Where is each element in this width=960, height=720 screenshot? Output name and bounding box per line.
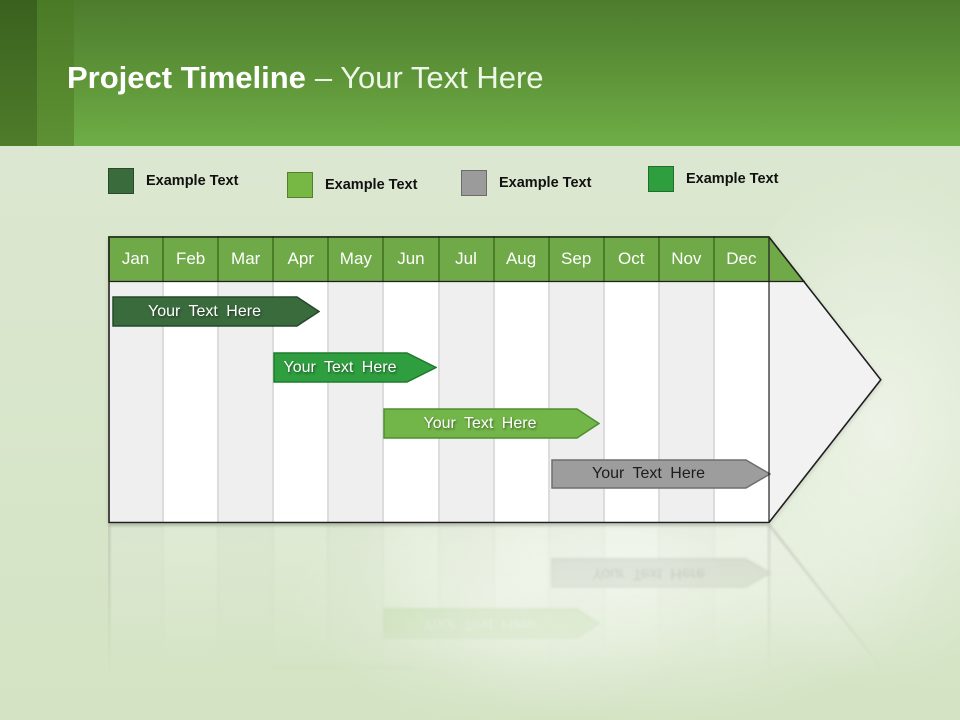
month-cell-aug: Aug <box>505 249 537 268</box>
header-separator <box>712 236 715 281</box>
month-cell-jul: Jul <box>455 249 477 268</box>
legend-label: Example Text <box>686 171 779 187</box>
header-separator <box>272 236 275 281</box>
month-cell-feb: Feb <box>175 249 206 268</box>
month-cell-jun: Jun <box>397 249 425 268</box>
timeline-outline <box>108 236 882 524</box>
month-header-row: Jan Feb Mar Apr May Jun Jul Aug Sep Oct Nov Dec <box>108 236 769 281</box>
page-title-rest: – Your Text Here <box>314 60 544 95</box>
timeline-bar-3: Your Text Here <box>383 408 600 439</box>
column-stripe <box>163 236 219 523</box>
legend-swatch-dark-green <box>108 168 134 194</box>
header-separator <box>162 236 165 281</box>
column-stripe <box>218 236 274 523</box>
month-cell-may: May <box>339 249 372 268</box>
column-separator <box>382 281 385 523</box>
column-separator <box>712 281 715 523</box>
timeline-bar-4: Your Text Here <box>551 459 771 489</box>
column-stripe <box>438 236 495 523</box>
header-separator <box>217 236 220 281</box>
legend-label: Example Text <box>146 173 239 189</box>
legend-swatch-green <box>648 166 674 192</box>
month-cell-nov: Nov <box>671 249 702 268</box>
month-cell-sep: Sep <box>561 249 592 268</box>
legend-swatch-gray <box>461 170 487 196</box>
column-separator <box>217 281 220 523</box>
column-stripe <box>493 236 550 523</box>
timeline-bar-label: Your Text Here <box>283 359 397 376</box>
column-stripe <box>108 236 164 523</box>
accent-stripe-medium <box>37 0 74 146</box>
column-separator <box>547 281 550 523</box>
column-separator <box>437 281 440 523</box>
header-separator <box>602 236 605 281</box>
header-separator <box>547 236 550 281</box>
page-title: Project Timeline– Your Text Here <box>67 60 544 96</box>
column-separator <box>657 281 660 523</box>
header-separator <box>437 236 440 281</box>
legend-swatch-light-green <box>287 172 313 198</box>
timeline-bar-2: Your Text Here <box>273 352 437 383</box>
month-cell-apr: Apr <box>287 249 314 268</box>
month-cell-oct: Oct <box>618 249 645 268</box>
header-separator <box>382 236 385 281</box>
legend-label: Example Text <box>325 177 418 193</box>
timeline-bar-label: Your Text Here <box>592 465 705 482</box>
timeline-bar-label: Your Text Here <box>423 415 537 432</box>
header-band: Project Timeline– Your Text Here <box>0 0 960 146</box>
legend-label: Example Text <box>499 175 592 191</box>
column-separator <box>492 281 495 523</box>
month-cell-jan: Jan <box>121 249 150 268</box>
month-cell-dec: Dec <box>726 249 757 268</box>
header-separator <box>657 236 660 281</box>
accent-stripe-dark <box>0 0 37 146</box>
project-timeline: Jan Feb Mar Apr May Jun Jul Aug Sep Oct Nov Dec You… <box>108 236 882 524</box>
month-header-band: Jan Feb Mar Apr May Jun Jul Aug Sep Oct Nov Dec <box>108 236 882 281</box>
column-separator <box>272 281 275 523</box>
timeline-bar-1: Your Text Here <box>112 296 320 327</box>
timeline-bar-label: Your Text Here <box>148 303 261 320</box>
column-separator <box>327 281 330 523</box>
header-separator <box>327 236 330 281</box>
page-title-bold: Project Timeline <box>67 60 306 95</box>
column-separator <box>162 281 165 523</box>
column-separator <box>602 281 605 523</box>
month-cell-mar: Mar <box>231 249 261 268</box>
header-separator <box>492 236 495 281</box>
